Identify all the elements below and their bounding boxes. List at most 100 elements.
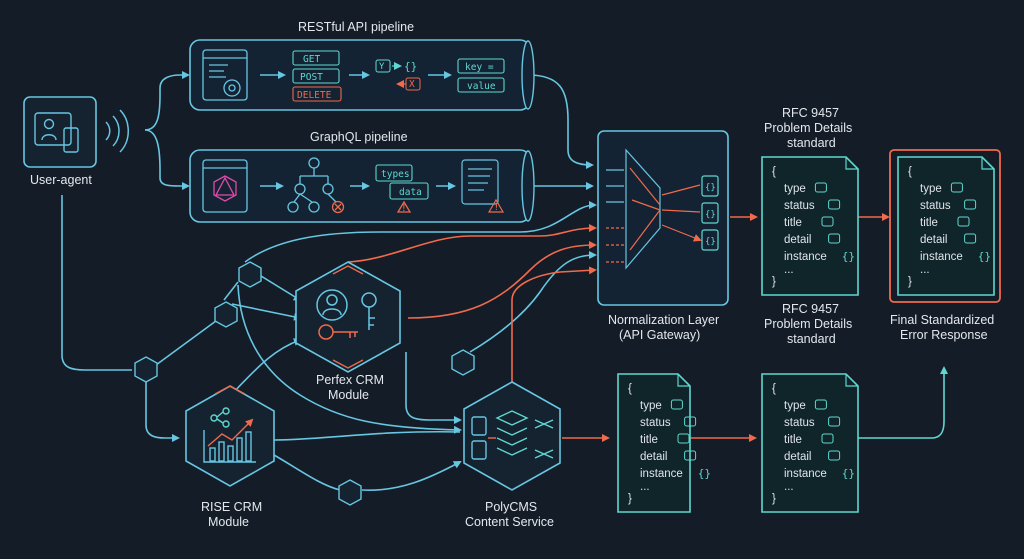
- doc-field-status: status: [920, 200, 951, 212]
- doc-field-title: title: [784, 434, 802, 446]
- document-sheet: [761, 373, 859, 513]
- user-agent-node: User-agent: [23, 96, 129, 187]
- normalization-layer-node: {} {} {} Normalization Layer (API Gatewa…: [597, 130, 729, 342]
- rfc-mid-line-2: Problem Details: [764, 317, 852, 331]
- normalization-label-2: (API Gateway): [619, 328, 700, 342]
- doc-field-instance: instance: [784, 468, 827, 480]
- doc-field-type: type: [920, 183, 942, 195]
- doc-ellipsis: ...: [640, 481, 650, 493]
- braces-icon: {}: [698, 467, 711, 480]
- user-agent-label: User-agent: [30, 173, 92, 187]
- key-value-pair: key = value: [457, 58, 505, 93]
- chat-icon: [964, 233, 977, 244]
- polycms-label-2: Content Service: [465, 515, 554, 529]
- svg-text:!: !: [494, 202, 500, 213]
- rfc-top-line-2: Problem Details: [764, 121, 852, 135]
- wifi-signal-icon: [105, 109, 129, 153]
- braces-icon: {}: [978, 250, 991, 263]
- normalization-label-1: Normalization Layer: [608, 313, 719, 327]
- growth-chart-icon: [203, 407, 256, 463]
- doc-field-instance: instance: [640, 468, 683, 480]
- kv-key: key =: [465, 62, 494, 73]
- doc-field-title: title: [784, 217, 802, 229]
- doc-close-brace: }: [628, 493, 632, 505]
- link-icon: [950, 182, 963, 193]
- svg-text:{}: {}: [705, 237, 716, 247]
- doc-open-brace: {: [908, 166, 912, 178]
- rise-hex: [185, 385, 275, 487]
- doc-ellipsis: ...: [784, 481, 794, 493]
- doc-field-detail: detail: [784, 451, 812, 463]
- doc-field-detail: detail: [784, 234, 812, 246]
- final-label-2: Error Response: [900, 328, 988, 342]
- http-icon: [828, 416, 841, 427]
- http-methods: GET POST DELETE: [292, 50, 342, 102]
- svg-text:{}: {}: [705, 210, 716, 220]
- method-delete: DELETE: [297, 90, 332, 101]
- rfc-mid-line-1: RFC 9457: [782, 302, 839, 316]
- svg-text:X: X: [409, 79, 415, 90]
- kv-value: value: [467, 81, 496, 92]
- perfex-label-2: Module: [328, 388, 369, 402]
- graphql-pipeline: GraphQL pipeline: [189, 130, 535, 223]
- graphql-tube-end: [521, 150, 535, 222]
- user-key-icon: [316, 289, 377, 340]
- rise-crm-node: RISE CRM Module: [185, 385, 275, 529]
- doc-field-title: title: [640, 434, 658, 446]
- title-icon: [821, 216, 834, 227]
- schema-icon: types data !: [375, 164, 429, 214]
- final-response-frame: [889, 149, 1001, 303]
- method-get-badge: [292, 50, 340, 66]
- doc-open-brace: {: [772, 166, 776, 178]
- polycms-label-1: PolyCMS: [485, 500, 537, 514]
- rfc-mid-line-3: standard: [787, 332, 836, 346]
- doc-field-type: type: [784, 400, 806, 412]
- svg-text:{}: {}: [404, 60, 417, 73]
- method-post: POST: [300, 72, 323, 83]
- connectors: [61, 71, 948, 491]
- document-sheet: [761, 156, 859, 296]
- funnel-icon: [606, 148, 719, 270]
- svg-text:Y: Y: [379, 62, 385, 72]
- rest-pipeline: RESTful API pipeline GET POST DELETE Y {…: [189, 20, 535, 111]
- rest-tube-end: [521, 40, 535, 110]
- junction-hex-2: [214, 301, 238, 328]
- doc-ellipsis: ...: [784, 264, 794, 276]
- doc-close-brace: }: [908, 276, 912, 288]
- final-label-1: Final Standardized: [890, 313, 994, 327]
- method-delete-badge: [292, 86, 342, 102]
- doc-open-brace: {: [772, 383, 776, 395]
- perfex-label-1: Perfex CRM: [316, 373, 384, 387]
- link-icon: [670, 399, 683, 410]
- doc-field-status: status: [784, 417, 815, 429]
- rise-label-1: RISE CRM: [201, 500, 262, 514]
- junction-hex-4: [451, 349, 475, 376]
- http-icon: [964, 199, 977, 210]
- polycms-hex: [463, 381, 561, 491]
- svg-text:{}: {}: [705, 183, 716, 193]
- graphql-document-icon: [202, 159, 248, 213]
- doc-field-instance: instance: [784, 251, 827, 263]
- perfex-crm-node: Perfex CRM Module: [295, 261, 401, 402]
- user-agent-icon: [34, 112, 79, 153]
- mesh-junctions: [134, 261, 475, 506]
- title-icon: [821, 433, 834, 444]
- doc-field-type: type: [640, 400, 662, 412]
- chat-icon: [828, 233, 841, 244]
- doc-close-brace: }: [772, 493, 776, 505]
- normalization-box: [597, 130, 729, 306]
- doc-field-instance: instance: [920, 251, 963, 263]
- query-tree-icon: [287, 157, 345, 214]
- doc-open-brace: {: [628, 383, 632, 395]
- svg-text:!: !: [401, 203, 407, 214]
- doc-field-type: type: [784, 183, 806, 195]
- chat-icon: [828, 450, 841, 461]
- http-icon: [684, 416, 697, 427]
- doc-field-title: title: [920, 217, 938, 229]
